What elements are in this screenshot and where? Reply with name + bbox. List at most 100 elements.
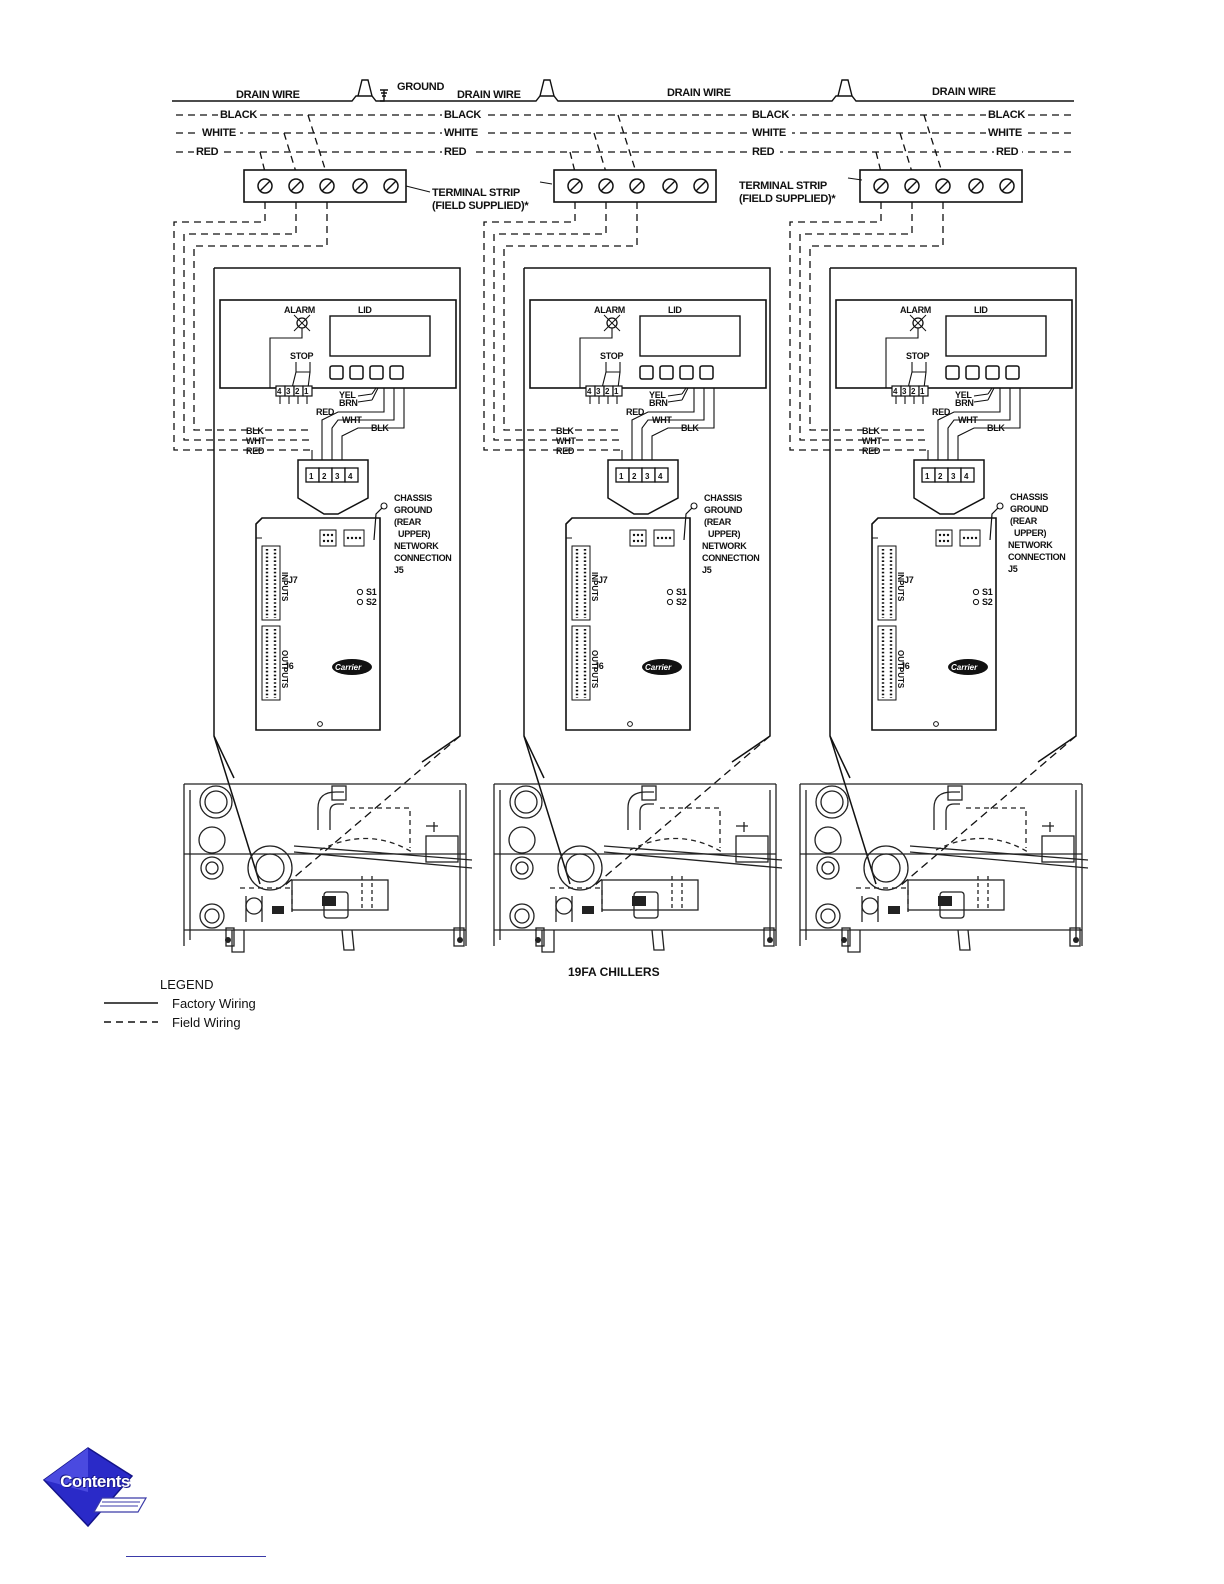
svg-text:CONNECTION: CONNECTION: [1008, 552, 1066, 562]
svg-text:3: 3: [902, 387, 907, 396]
legend-title: LEGEND: [160, 977, 213, 992]
svg-text:NETWORK: NETWORK: [394, 541, 439, 551]
svg-text:RED: RED: [316, 407, 335, 417]
svg-text:LID: LID: [974, 305, 988, 315]
svg-text:RED: RED: [626, 407, 645, 417]
svg-text:3: 3: [286, 387, 291, 396]
svg-text:GROUND: GROUND: [1010, 504, 1049, 514]
svg-text:4: 4: [277, 387, 282, 396]
white-label-3: WHITE: [752, 127, 786, 139]
svg-text:(REAR: (REAR: [1010, 516, 1038, 526]
svg-text:INPUTS: INPUTS: [590, 572, 599, 602]
svg-text:ALARM: ALARM: [284, 305, 315, 315]
svg-text:BRN: BRN: [649, 398, 668, 408]
contents-button[interactable]: Contents: [42, 1446, 148, 1528]
svg-text:4: 4: [587, 387, 592, 396]
svg-text:BLK: BLK: [987, 423, 1005, 433]
black-label-3: BLACK: [752, 109, 789, 121]
terminal-strip-sub-1: (FIELD SUPPLIED)*: [432, 200, 529, 212]
svg-text:UPPER): UPPER): [398, 529, 431, 539]
svg-text:2: 2: [632, 472, 637, 481]
svg-text:BRN: BRN: [339, 398, 358, 408]
svg-text:RED: RED: [862, 446, 881, 456]
ground-label: GROUND: [397, 81, 444, 93]
svg-text:CHASSIS: CHASSIS: [704, 493, 742, 503]
svg-text:S2: S2: [366, 597, 377, 607]
svg-text:YEL: YEL: [649, 390, 666, 400]
svg-text:Carrier: Carrier: [951, 663, 978, 672]
svg-text:S1: S1: [366, 587, 377, 597]
svg-text:4: 4: [658, 472, 663, 481]
drain-wire-label-1: DRAIN WIRE: [236, 89, 300, 101]
svg-text:RED: RED: [932, 407, 951, 417]
svg-text:BLK: BLK: [681, 423, 699, 433]
svg-text:LID: LID: [358, 305, 372, 315]
svg-text:3: 3: [596, 387, 601, 396]
svg-text:1: 1: [309, 472, 314, 481]
svg-text:2: 2: [938, 472, 943, 481]
svg-text:STOP: STOP: [290, 351, 313, 361]
svg-text:BLK: BLK: [246, 426, 264, 436]
svg-text:1: 1: [619, 472, 624, 481]
svg-text:4: 4: [964, 472, 969, 481]
svg-text:INPUTS: INPUTS: [280, 572, 289, 602]
terminal-strip-sub-2: (FIELD SUPPLIED)*: [739, 193, 836, 205]
svg-text:(REAR: (REAR: [704, 517, 732, 527]
svg-text:NETWORK: NETWORK: [1008, 540, 1053, 550]
black-label-4: BLACK: [988, 109, 1025, 121]
svg-text:J6: J6: [594, 661, 604, 671]
svg-text:1: 1: [304, 387, 309, 396]
svg-text:J5: J5: [702, 565, 712, 575]
svg-text:4: 4: [348, 472, 353, 481]
svg-text:J5: J5: [394, 565, 404, 575]
svg-text:UPPER): UPPER): [1014, 528, 1047, 538]
svg-text:3: 3: [645, 472, 650, 481]
terminal-strip-label-1: TERMINAL STRIP: [432, 187, 520, 199]
svg-text:1: 1: [920, 387, 925, 396]
svg-text:WHT: WHT: [246, 436, 266, 446]
diagram-caption: 19FA CHILLERS: [568, 965, 660, 979]
svg-text:BLK: BLK: [371, 423, 389, 433]
contents-diamond-icon: [42, 1447, 148, 1528]
svg-text:WHT: WHT: [652, 415, 672, 425]
svg-text:3: 3: [951, 472, 956, 481]
svg-text:ALARM: ALARM: [594, 305, 625, 315]
svg-text:UPPER): UPPER): [708, 529, 741, 539]
svg-text:1: 1: [925, 472, 930, 481]
svg-text:J5: J5: [1008, 564, 1018, 574]
svg-text:CHASSIS: CHASSIS: [1010, 492, 1048, 502]
svg-text:3: 3: [335, 472, 340, 481]
bottom-rule: [126, 1556, 266, 1557]
svg-text:WHT: WHT: [342, 415, 362, 425]
svg-text:S2: S2: [676, 597, 687, 607]
red-label-1: RED: [196, 146, 219, 158]
svg-text:OUTPUTS: OUTPUTS: [590, 650, 599, 689]
unit-3-labels: ALARM LID STOP 4 3 2 1 YEL BRN RED WHT B…: [862, 305, 1066, 689]
drain-wire-bus: [172, 79, 1074, 102]
white-label-2: WHITE: [444, 127, 478, 139]
svg-text:WHT: WHT: [556, 436, 576, 446]
legend-label-field: Field Wiring: [172, 1015, 241, 1030]
svg-text:1: 1: [614, 387, 619, 396]
white-label-4: WHITE: [988, 127, 1022, 139]
svg-text:WHT: WHT: [958, 415, 978, 425]
svg-text:4: 4: [893, 387, 898, 396]
legend-label-factory: Factory Wiring: [172, 996, 256, 1011]
svg-text:WHT: WHT: [862, 436, 882, 446]
svg-text:OUTPUTS: OUTPUTS: [280, 650, 289, 689]
red-label-3: RED: [752, 146, 775, 158]
terminal-strip-label-2: TERMINAL STRIP: [739, 180, 827, 192]
svg-text:CHASSIS: CHASSIS: [394, 493, 432, 503]
svg-text:S1: S1: [676, 587, 687, 597]
svg-text:CONNECTION: CONNECTION: [702, 553, 760, 563]
svg-text:2: 2: [295, 387, 300, 396]
drain-wire-label-4: DRAIN WIRE: [932, 86, 996, 98]
svg-text:J7: J7: [904, 575, 914, 585]
svg-text:J7: J7: [598, 575, 608, 585]
svg-text:J6: J6: [284, 661, 294, 671]
svg-text:2: 2: [605, 387, 610, 396]
svg-text:Carrier: Carrier: [335, 663, 362, 672]
svg-text:YEL: YEL: [955, 390, 972, 400]
svg-text:NETWORK: NETWORK: [702, 541, 747, 551]
